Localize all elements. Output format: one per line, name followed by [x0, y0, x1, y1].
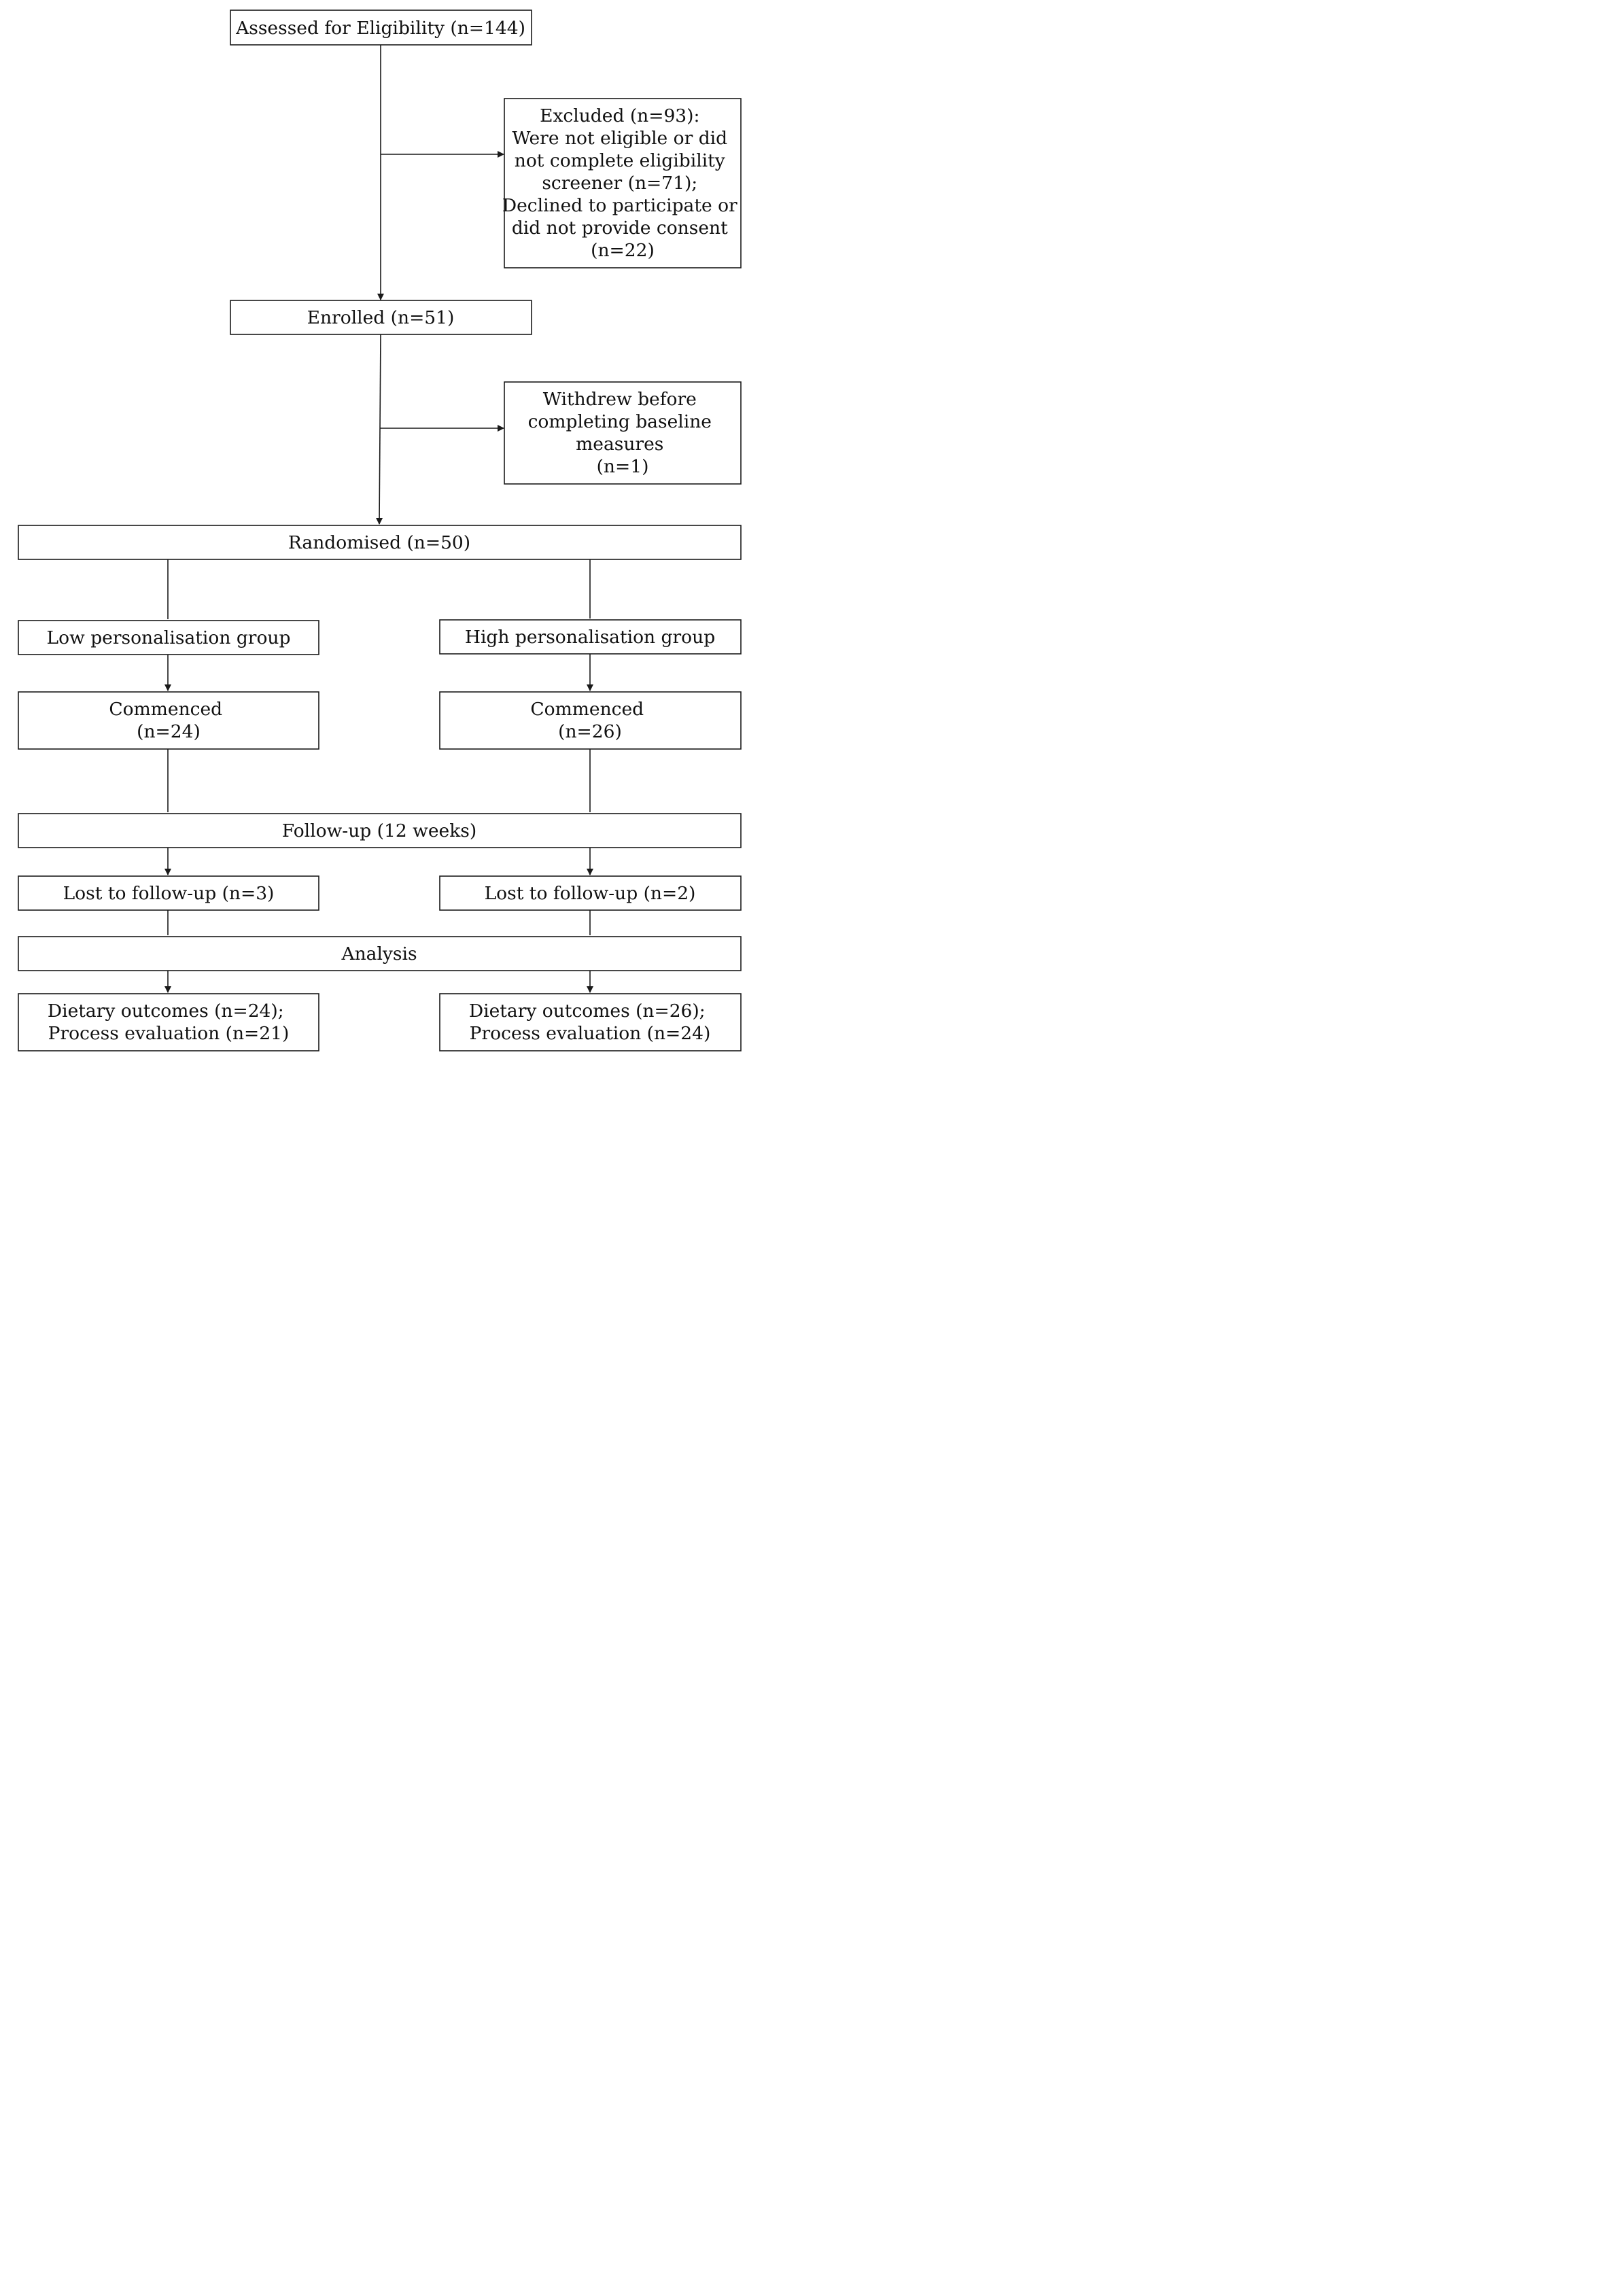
svg-text:Low personalisation group: Low personalisation group — [47, 627, 291, 648]
svg-text:Commenced (n=26): Commenced (n=26) — [530, 699, 649, 742]
low-commenced-line-2: (n=24) — [137, 721, 201, 742]
high-personalisation-group-box: High personalisation group — [439, 619, 742, 655]
high-lost-to-followup-box: Lost to follow-up (n=2) — [439, 875, 742, 911]
assessed-for-eligibility-box: Assessed for Eligibility (n=144) — [230, 10, 532, 46]
connectors — [164, 45, 593, 993]
high-commenced-box: Commenced (n=26) — [439, 691, 742, 750]
randomised-label: Randomised (n=50) — [288, 532, 470, 553]
low-outcomes-box: Dietary outcomes (n=24); Process evaluat… — [18, 993, 319, 1051]
low-personalisation-group-box: Low personalisation group — [18, 620, 319, 655]
enrolled-to-randomised-arrow — [376, 333, 383, 525]
low-lost-to-followup-box: Lost to follow-up (n=3) — [18, 875, 319, 911]
low-commenced-box: Commenced (n=24) — [18, 691, 319, 750]
svg-text:Withdrew before completi: Withdrew before completing baseline meas… — [528, 389, 718, 477]
low-outcomes-line-1: Dietary outcomes (n=24); — [48, 1001, 284, 1022]
randomised-box: Randomised (n=50) — [18, 525, 742, 560]
analysis-label: Analysis — [341, 943, 417, 964]
excluded-line-7: (n=22) — [591, 240, 655, 261]
svg-text:Enrolled (n=51): Enrolled (n=51) — [307, 307, 455, 328]
low-outcomes-line-2: Process evaluation (n=21) — [48, 1023, 290, 1044]
withdrew-line-4: (n=1) — [597, 456, 649, 477]
low-lost-label: Lost to follow-up (n=3) — [63, 883, 275, 904]
svg-text:Assessed for Eligibility (n=14: Assessed for Eligibility (n=144) — [235, 18, 525, 39]
high-lost-label: Lost to follow-up (n=2) — [485, 883, 696, 904]
followup-box: Follow-up (12 weeks) — [18, 813, 742, 848]
withdrew-line-1: Withdrew before — [543, 389, 697, 410]
high-group-label: High personalisation group — [465, 627, 715, 648]
svg-text:Lost to follow-up (n=3): Lost to follow-up (n=3) — [63, 883, 275, 904]
followup-label: Follow-up (12 weeks) — [282, 820, 476, 841]
excluded-line-5: Declined to participate or — [502, 195, 737, 216]
excluded-line-2: Were not eligible or did — [512, 128, 727, 149]
svg-text:Randomised (n=50): Randomised (n=50) — [288, 532, 470, 553]
svg-text:Follow-up (12 weeks): Follow-up (12 weeks) — [282, 820, 476, 841]
low-group-label: Low personalisation group — [47, 627, 291, 648]
high-outcomes-line-2: Process evaluation (n=24) — [470, 1023, 711, 1044]
svg-text:Analysis: Analysis — [341, 943, 417, 964]
svg-text:Dietary outcomes (n=24);: Dietary outcomes (n=24); Process evaluat… — [48, 1001, 290, 1044]
high-commenced-line-1: Commenced — [530, 699, 644, 720]
excluded-line-4: screener (n=71); — [542, 173, 697, 194]
high-outcomes-line-1: Dietary outcomes (n=26); — [469, 1001, 706, 1022]
analysis-box: Analysis — [18, 936, 742, 971]
high-outcomes-box: Dietary outcomes (n=26); Process evaluat… — [439, 993, 742, 1051]
withdrew-box: Withdrew before completing baseline meas… — [504, 381, 742, 485]
enrolled-label: Enrolled (n=51) — [307, 307, 455, 328]
svg-text:Lost to follow-up (n=2): Lost to follow-up (n=2) — [485, 883, 696, 904]
svg-text:Excluded (n=93): Were no: Excluded (n=93): Were not eligible or di… — [502, 105, 743, 261]
withdrew-line-2: completing baseline — [528, 411, 712, 432]
participant-flow-diagram: Assessed for Eligibility (n=144) Exclude… — [18, 10, 743, 1051]
excluded-line-1: Excluded (n=93): — [540, 105, 699, 126]
enrolled-box: Enrolled (n=51) — [230, 300, 532, 335]
svg-text:Commenced (n=24): Commenced (n=24) — [109, 699, 228, 742]
high-commenced-line-2: (n=26) — [558, 721, 622, 742]
excluded-line-3: not complete eligibility — [515, 150, 725, 171]
assessed-label: Assessed for Eligibility (n=144) — [235, 18, 525, 39]
withdrew-line-3: measures — [576, 434, 663, 455]
excluded-line-6: did not provide consent — [512, 218, 728, 239]
svg-text:High personalisation group: High personalisation group — [465, 627, 715, 648]
low-commenced-line-1: Commenced — [109, 699, 222, 720]
svg-text:Dietary outcomes (n=26);: Dietary outcomes (n=26); Process evaluat… — [469, 1001, 711, 1044]
excluded-box: Excluded (n=93): Were not eligible or di… — [502, 98, 743, 268]
